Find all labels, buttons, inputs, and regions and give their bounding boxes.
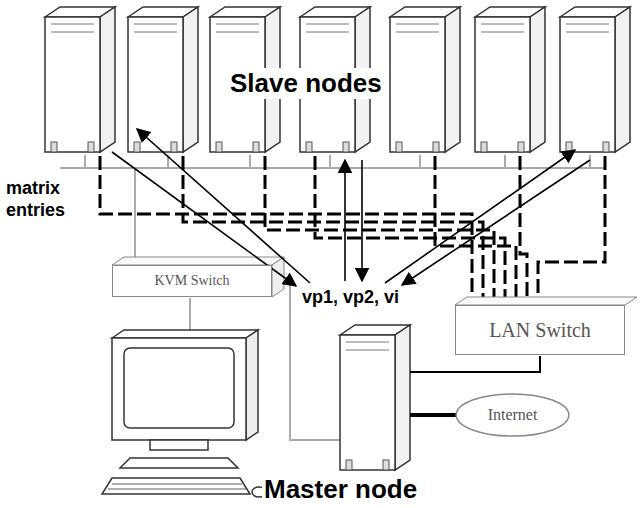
flow-arrow	[344, 160, 346, 281]
group-title: Master node	[262, 474, 419, 505]
flow-arrow	[361, 160, 363, 281]
drop-line	[249, 155, 251, 168]
flow-arrow	[402, 160, 590, 285]
monitor-icon	[102, 330, 266, 497]
flow-arrow	[137, 129, 310, 283]
data-arrows	[112, 129, 590, 286]
drop-line	[419, 155, 421, 168]
slave-towers	[45, 7, 630, 152]
internet-wire	[410, 413, 456, 417]
dashed-cable	[315, 156, 505, 304]
dashed-cable	[520, 156, 527, 304]
network-cables	[100, 156, 605, 304]
node-text: Internet	[488, 406, 538, 424]
slave-tower	[475, 7, 545, 152]
slave-tower	[45, 7, 115, 152]
drop-line	[589, 155, 591, 168]
dashed-cable	[538, 156, 605, 304]
drop-line	[84, 155, 86, 168]
monitor-base	[120, 458, 238, 468]
keyboard-row	[108, 489, 246, 490]
monitor-top	[112, 330, 258, 338]
slave-tower	[390, 7, 460, 152]
monitor-stand	[150, 440, 208, 450]
node-text: LAN Switch	[489, 319, 591, 342]
switch-side-face	[272, 257, 284, 297]
monitor-body	[112, 338, 246, 440]
slave-tower	[560, 7, 630, 152]
annotation-label: matrix entries	[4, 178, 88, 221]
kvm-uplink	[134, 168, 136, 260]
monitor-screen	[124, 348, 234, 428]
bus-line	[60, 167, 605, 169]
lan-wire	[410, 356, 540, 372]
master-tower	[340, 325, 410, 470]
keyboard-row	[112, 484, 242, 485]
keyboard	[102, 478, 250, 494]
dashed-cable	[435, 156, 516, 304]
cloud-ellipse: Internet	[455, 393, 570, 437]
switch-box: LAN Switch	[455, 305, 625, 355]
switch-box: KVM Switch	[112, 265, 272, 297]
flow-arrow	[385, 150, 575, 283]
drop-line	[504, 155, 506, 168]
ellipse-shape	[456, 394, 569, 436]
group-title: Slave nodes	[228, 68, 384, 99]
monitor-side	[246, 330, 258, 440]
node-text: KVM Switch	[154, 273, 229, 289]
vector-label: vp1, vp2, vi	[300, 287, 401, 309]
switch-top-face	[455, 297, 637, 305]
drop-line	[329, 155, 331, 168]
